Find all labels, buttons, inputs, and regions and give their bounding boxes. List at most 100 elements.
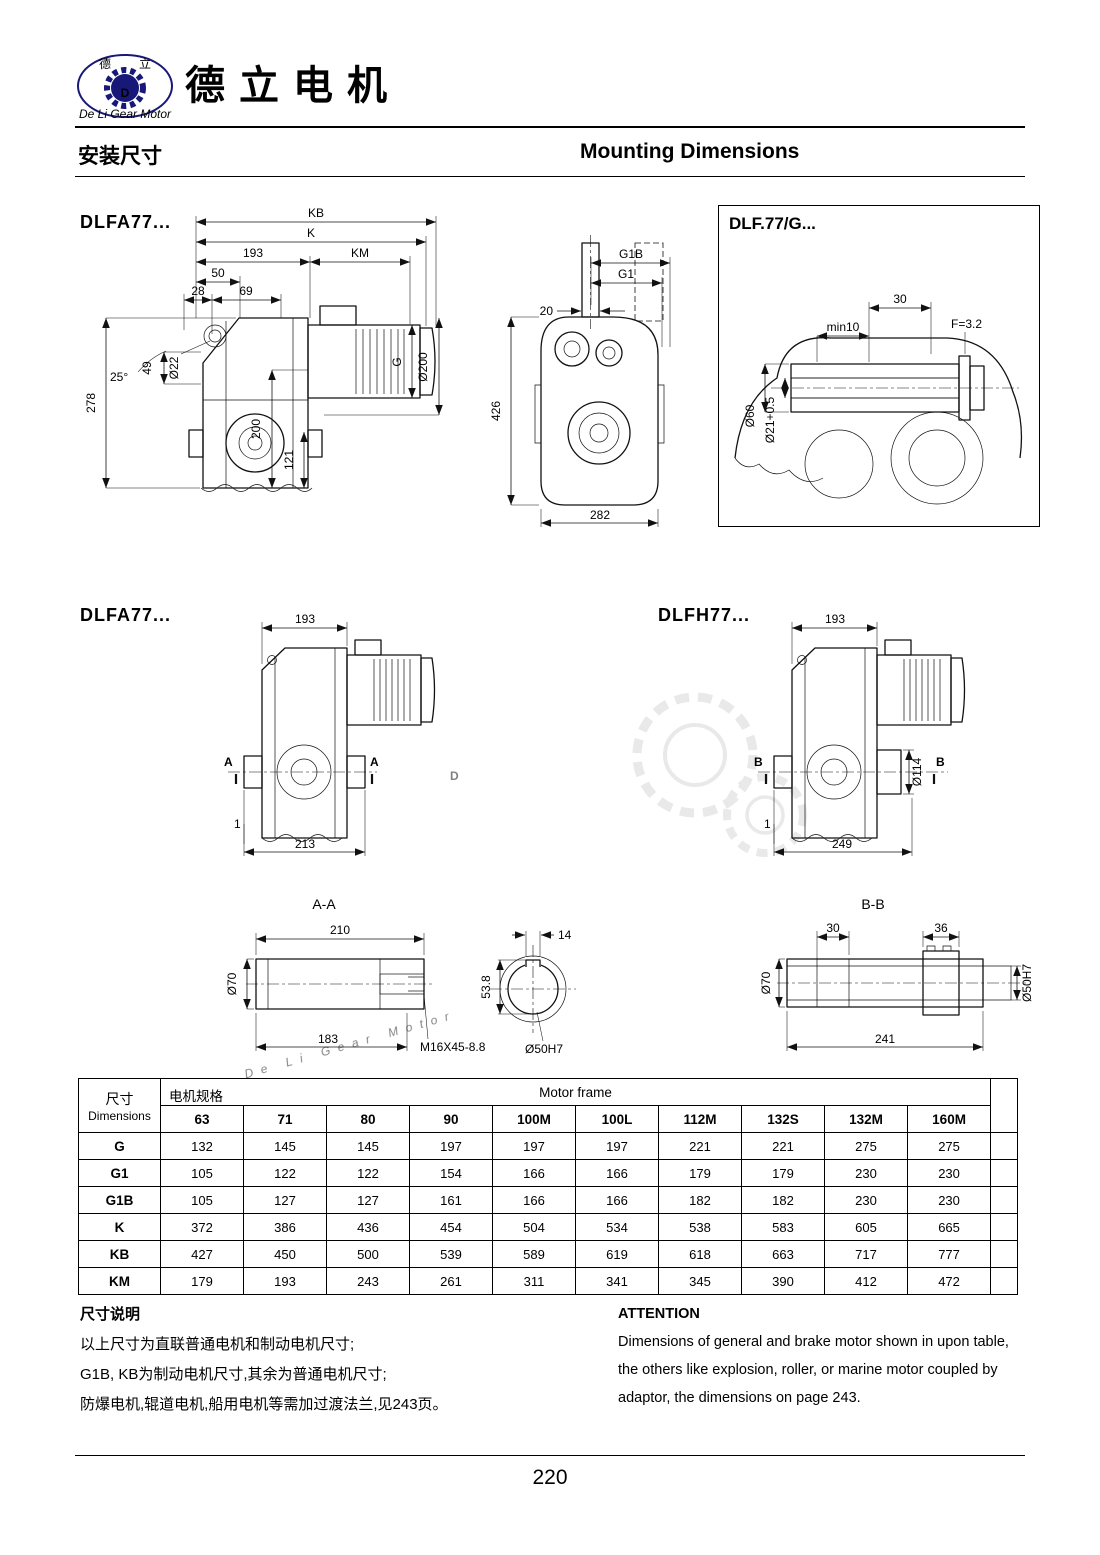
logo-monogram: D [121, 86, 130, 100]
col-header: 132M [824, 1105, 908, 1133]
drawing-section-bb: B-B 30 36 Ø70 241 Ø50H7 [759, 896, 1034, 1051]
dimension-table: 尺寸 Dimensions 电机规格 Motor frame 63 71 80 … [78, 1078, 1019, 1295]
empty-end-cell [990, 1078, 1019, 1133]
cell: 197 [492, 1132, 576, 1160]
notes-block: 尺寸说明 以上尺寸为直联普通电机和制动电机尺寸; G1B, KB为制动电机尺寸,… [80, 1300, 448, 1420]
attention-line: Dimensions of general and brake motor sh… [618, 1334, 1009, 1350]
logo-subtext: De Li Gear Motor [79, 107, 172, 121]
cell: 145 [326, 1132, 410, 1160]
row-label: G1B [78, 1186, 161, 1214]
footer-divider [75, 1455, 1025, 1456]
cell: 777 [906, 1240, 992, 1268]
cell: 127 [243, 1186, 327, 1214]
cell: 243 [326, 1267, 410, 1295]
col-header: 112M [658, 1105, 742, 1133]
note-line: 防爆电机,辊道电机,船用电机等需加过渡法兰,见243页。 [80, 1396, 448, 1413]
cell: 132 [160, 1132, 244, 1160]
cell: 605 [824, 1213, 908, 1241]
cell: 230 [824, 1159, 908, 1187]
cell: 275 [906, 1132, 992, 1160]
logo-de-char: 德 [99, 56, 111, 71]
cell: 261 [409, 1267, 493, 1295]
dim-426: 426 [489, 401, 503, 421]
col-header: 71 [243, 1105, 327, 1133]
dim-g1: G1 [618, 267, 634, 281]
dim-20: 20 [540, 304, 554, 318]
cell: 663 [741, 1240, 825, 1268]
dim-dia60: Ø60 [743, 404, 757, 427]
figure-label-dlfa77-mid: DLFA77... [80, 605, 172, 625]
cell: 179 [741, 1159, 825, 1187]
cell: 534 [575, 1213, 659, 1241]
cell: 436 [326, 1213, 410, 1241]
dim-30: 30 [893, 292, 907, 306]
cell: 197 [409, 1132, 493, 1160]
figure-label-dlfh77: DLFH77... [658, 605, 751, 625]
empty-end-cell [990, 1240, 1019, 1268]
notes-title: 尺寸说明 [80, 1306, 141, 1323]
cell: 717 [824, 1240, 908, 1268]
cell: 372 [160, 1213, 244, 1241]
row-label: KB [78, 1240, 161, 1268]
motor-frame-cn: 电机规格 [169, 1089, 223, 1104]
cell: 105 [160, 1159, 244, 1187]
empty-end-cell [990, 1159, 1019, 1187]
note-line: 以上尺寸为直联普通电机和制动电机尺寸; [80, 1336, 355, 1353]
cell: 221 [658, 1132, 742, 1160]
table-row-g1: G1 105 122 122 154 166 166 179 179 230 2… [78, 1159, 1019, 1187]
cell: 105 [160, 1186, 244, 1214]
section-aa-title: A-A [312, 896, 336, 912]
dim-g: G [390, 357, 404, 366]
cell: 166 [575, 1186, 659, 1214]
figure-label-dlfa77-top: DLFA77... [80, 212, 172, 232]
col-header: 132S [741, 1105, 825, 1133]
cell: 589 [492, 1240, 576, 1268]
dim-193: 193 [825, 612, 845, 626]
cell: 230 [906, 1159, 992, 1187]
dim-dia70: Ø70 [225, 972, 239, 995]
dim-dia50h7: Ø50H7 [1020, 964, 1034, 1002]
col-header: 90 [409, 1105, 493, 1133]
row-label: KM [78, 1267, 161, 1295]
empty-end-cell [990, 1213, 1019, 1241]
brand-name: 德立电机 [185, 64, 401, 108]
dim-k: K [307, 226, 315, 240]
cell: 504 [492, 1213, 576, 1241]
watermark-letter: D [450, 769, 459, 783]
col-header: 100M [492, 1105, 576, 1133]
dim-30: 30 [826, 921, 840, 935]
dim-header-en: Dimensions [88, 1108, 151, 1123]
dim-49: 49 [140, 361, 154, 375]
cell: 538 [658, 1213, 742, 1241]
brand-logo: D 德 立 De Li Gear Motor [75, 52, 175, 127]
title-divider [75, 176, 1025, 177]
attention-title: ATTENTION [618, 1306, 700, 1322]
dim-1: 1 [234, 817, 241, 831]
page-number: 220 [532, 1466, 568, 1489]
dim-header-cn: 尺寸 [105, 1090, 134, 1107]
dim-dia70: Ø70 [759, 971, 773, 994]
cell: 166 [492, 1159, 576, 1187]
col-header: 63 [160, 1105, 244, 1133]
dim-dia50h7: Ø50H7 [525, 1042, 563, 1056]
dim-249: 249 [832, 837, 852, 851]
section-bb-title: B-B [861, 896, 884, 912]
cell: 179 [658, 1159, 742, 1187]
cell: 122 [243, 1159, 327, 1187]
cell: 230 [906, 1186, 992, 1214]
dim-g1b: G1B [619, 247, 643, 261]
cell: 166 [492, 1186, 576, 1214]
dim-dia21: Ø21+0.5 [763, 396, 777, 443]
section-marker-b-right: B [936, 755, 945, 769]
col-header: 80 [326, 1105, 410, 1133]
dim-dia200: Ø200 [416, 352, 430, 382]
cell: 619 [575, 1240, 659, 1268]
dim-1: 1 [764, 817, 771, 831]
logo-gear-icon [104, 67, 146, 109]
row-label: K [78, 1213, 161, 1241]
dim-183: 183 [318, 1032, 338, 1046]
row-label: G [78, 1132, 161, 1160]
dim-282: 282 [590, 508, 610, 522]
figure-dlf77g-panel: DLF.77/G... 30 min10 F=3.2 Ø60 Ø21+0.5 [718, 205, 1040, 527]
motor-frame-header-cell: 电机规格 Motor frame [159, 1078, 992, 1106]
